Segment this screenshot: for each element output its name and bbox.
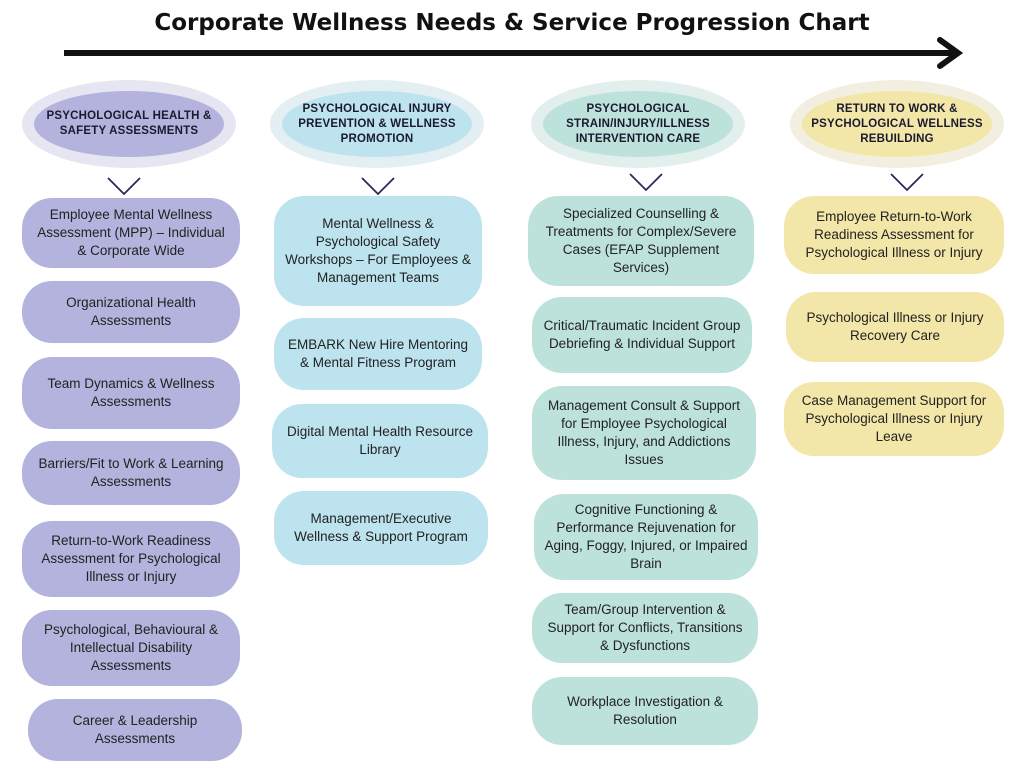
service-item: Team/Group Intervention & Support for Co…	[532, 593, 758, 663]
service-item: Return-to-Work Readiness Assessment for …	[22, 521, 240, 597]
column-header-label: RETURN TO WORK & PSYCHOLOGICAL WELLNESS …	[802, 91, 992, 157]
column-header-assessments: PSYCHOLOGICAL HEALTH & SAFETY ASSESSMENT…	[22, 80, 236, 168]
service-item: Employee Return-to-Work Readiness Assess…	[784, 196, 1004, 274]
service-item: Psychological Illness or Injury Recovery…	[786, 292, 1004, 362]
column-header-prevention: PSYCHOLOGICAL INJURY PREVENTION & WELLNE…	[270, 80, 484, 168]
service-item: Team Dynamics & Wellness Assessments	[22, 357, 240, 429]
column-header-return-to-work: RETURN TO WORK & PSYCHOLOGICAL WELLNESS …	[790, 80, 1004, 168]
chart-title: Corporate Wellness Needs & Service Progr…	[154, 10, 870, 36]
service-item: Critical/Traumatic Incident Group Debrie…	[532, 297, 752, 373]
service-item: Digital Mental Health Resource Library	[272, 404, 488, 478]
service-item: Case Management Support for Psychologica…	[784, 382, 1004, 456]
service-item: Cognitive Functioning & Performance Reju…	[534, 494, 758, 580]
service-item: Organizational Health Assessments	[22, 281, 240, 343]
service-item: Barriers/Fit to Work & Learning Assessme…	[22, 441, 240, 505]
service-item: Workplace Investigation & Resolution	[532, 677, 758, 745]
service-item: Employee Mental Wellness Assessment (MPP…	[22, 198, 240, 268]
service-item: EMBARK New Hire Mentoring & Mental Fitne…	[274, 318, 482, 390]
chevron-down-icon	[107, 177, 141, 196]
service-item: Management Consult & Support for Employe…	[532, 386, 756, 480]
chevron-down-icon	[629, 173, 663, 192]
column-header-label: PSYCHOLOGICAL HEALTH & SAFETY ASSESSMENT…	[34, 91, 224, 157]
service-item: Management/Executive Wellness & Support …	[274, 491, 488, 565]
chevron-down-icon	[361, 177, 395, 196]
service-item: Psychological, Behavioural & Intellectua…	[22, 610, 240, 686]
progression-arrow	[64, 37, 964, 69]
service-item: Career & Leadership Assessments	[28, 699, 242, 761]
column-header-intervention: PSYCHOLOGICAL STRAIN/INJURY/ILLNESS INTE…	[531, 80, 745, 168]
column-header-label: PSYCHOLOGICAL INJURY PREVENTION & WELLNE…	[282, 91, 472, 157]
service-item: Specialized Counselling & Treatments for…	[528, 196, 754, 286]
column-header-label: PSYCHOLOGICAL STRAIN/INJURY/ILLNESS INTE…	[543, 91, 733, 157]
service-item: Mental Wellness & Psychological Safety W…	[274, 196, 482, 306]
chevron-down-icon	[890, 173, 924, 192]
